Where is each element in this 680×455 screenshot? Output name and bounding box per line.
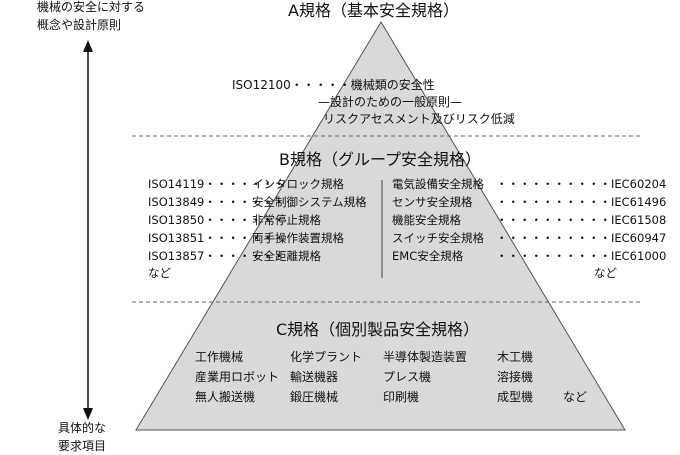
axis-top-line-2: 概念や設計原則 xyxy=(37,18,122,32)
b-left-name: 安全距離規格 xyxy=(252,249,321,263)
b-left-code: ISO13850・・・・・・・ xyxy=(148,213,285,227)
b-right-etc: など xyxy=(594,266,617,280)
axis-top-line-1: 機械の安全に対する xyxy=(37,0,146,14)
axis-bottom-line-2: 要求項目 xyxy=(58,439,107,453)
c-standard-title: C規格（個別製品安全規格） xyxy=(276,320,480,339)
c-etc: など xyxy=(563,390,588,404)
b-left-name: 安全制御システム規格 xyxy=(252,195,367,209)
b-left-code: ISO13857・・・・・・・ xyxy=(148,249,285,263)
abstraction-axis-arrow xyxy=(83,40,93,420)
b-standard-title: B規格（グループ安全規格） xyxy=(279,150,482,169)
c-item: 鍛圧機械 xyxy=(290,390,339,404)
axis-bottom-line-1: 具体的な xyxy=(58,421,107,435)
c-item: 輸送機器 xyxy=(290,370,339,384)
axis-bottom-label: 具体的な 要求項目 xyxy=(58,419,106,455)
b-right-code: ・・・・・・・・・・IEC61508 xyxy=(496,213,667,227)
c-item: 印刷機 xyxy=(383,390,420,404)
a-standard-title: A規格（基本安全規格） xyxy=(288,1,459,20)
c-item: 溶接機 xyxy=(497,370,534,384)
b-right-name: スイッチ安全規格 xyxy=(392,231,484,245)
a-iso12100-line: ISO12100・・・・・機械類の安全性 xyxy=(232,78,435,92)
b-left-name: 非常停止規格 xyxy=(252,213,321,227)
c-item: 木工機 xyxy=(497,350,534,364)
c-item: 無人搬送機 xyxy=(195,390,256,404)
c-item: 化学プラント xyxy=(290,350,363,364)
b-right-name: EMC安全規格 xyxy=(392,249,464,263)
b-right-code: ・・・・・・・・・・IEC61000 xyxy=(496,249,667,263)
pyramid-triangle xyxy=(135,21,626,431)
b-right-name: センサ安全規格 xyxy=(392,195,473,209)
c-item: 産業用ロボット xyxy=(195,370,280,384)
b-left-code: ISO13851・・・・・・・ xyxy=(148,231,285,245)
b-left-name: インタロック規格 xyxy=(252,177,344,191)
c-item: 半導体製造装置 xyxy=(383,350,468,364)
axis-top-label: 機械の安全に対する 概念や設計原則 xyxy=(37,0,145,34)
a-line2: —設計のための一般原則— xyxy=(318,95,463,109)
c-item: 工作機械 xyxy=(195,350,244,364)
b-right-name: 電気設備安全規格 xyxy=(392,177,484,191)
b-left-code: ISO13849・・・・・・・ xyxy=(148,195,285,209)
b-left-name: 両手操作装置規格 xyxy=(252,231,344,245)
c-item: 成型機 xyxy=(497,390,534,404)
b-left-code: ISO14119・・・・・・・ xyxy=(148,177,285,191)
b-right-code: ・・・・・・・・・・IEC61496 xyxy=(496,195,667,209)
b-right-name: 機能安全規格 xyxy=(392,213,461,227)
c-item: プレス機 xyxy=(383,370,432,384)
b-right-code: ・・・・・・・・・・IEC60947 xyxy=(496,231,667,245)
a-line3: リスクアセスメント及びリスク低減 xyxy=(323,112,515,126)
b-right-code: ・・・・・・・・・・IEC60204 xyxy=(496,177,667,191)
b-left-etc: など xyxy=(148,266,171,280)
